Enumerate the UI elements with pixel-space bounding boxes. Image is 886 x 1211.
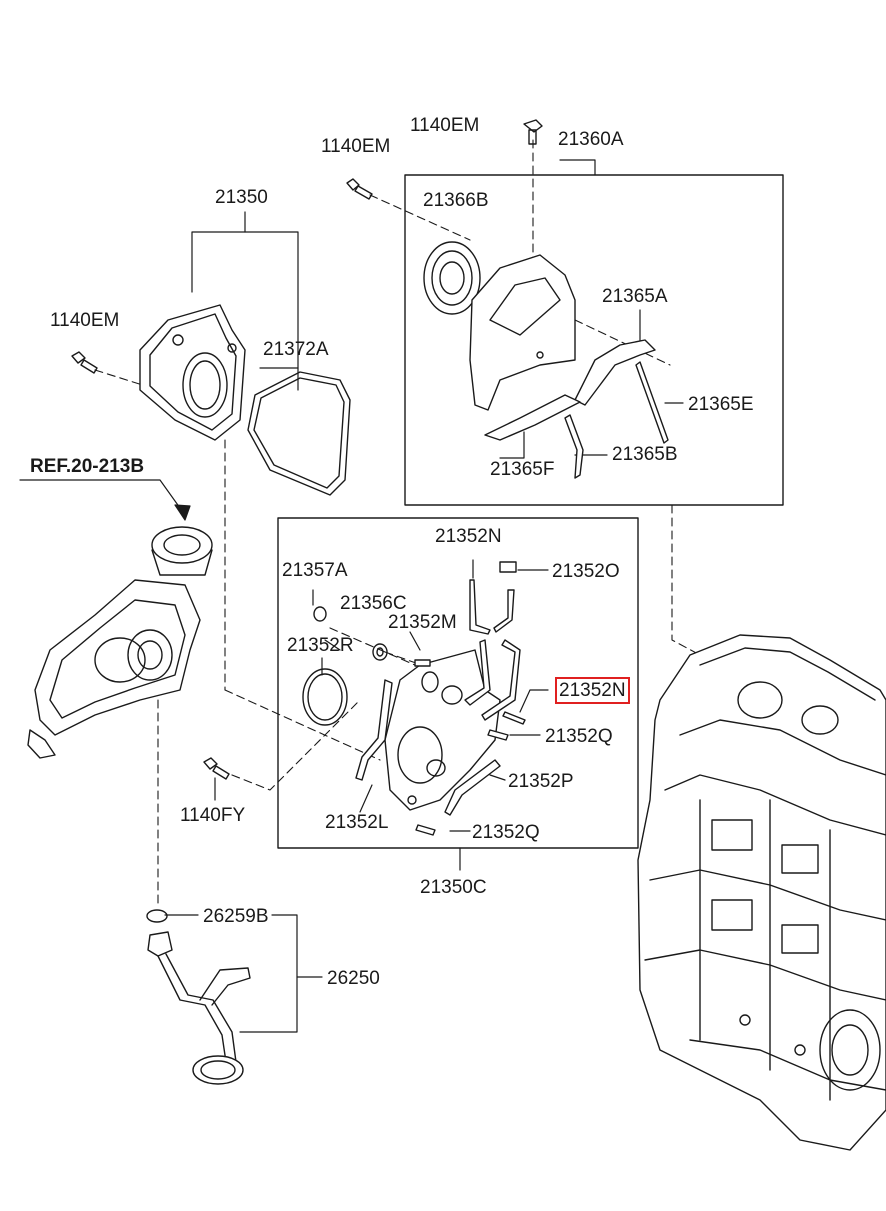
label-21352M: 21352M [388,612,457,633]
label-1140EM-top: 1140EM [410,115,480,136]
part-oil-pump-housing [27,526,213,759]
part-21365-strips [484,339,669,479]
label-21365F: 21365F [490,459,555,480]
label-21365E: 21365E [688,394,754,415]
part-21350C-cover [384,649,501,811]
label-21357A: 21357A [282,560,348,581]
label-21352L: 21352L [325,812,389,833]
label-ref-20-213B: REF.20-213B [30,456,145,477]
group-box-21350C [277,517,639,849]
part-21360A-cover [469,254,576,411]
part-21357A-washer [313,606,327,622]
part-21366B-seal [423,241,481,315]
label-1140EM-left: 1140EM [50,310,120,331]
label-21352Q-bot: 21352Q [472,822,540,843]
leader-lines [19,159,684,1033]
bolt-icon-mid [346,178,373,200]
label-1140EM-mid: 1140EM [321,136,391,157]
engine-block [637,634,886,1151]
label-21356C: 21356C [340,593,407,614]
label-21352O: 21352O [552,561,620,582]
label-21365B: 21365B [612,444,678,465]
label-21350: 21350 [215,187,268,208]
bolt-icon-1140FY [203,757,230,801]
bolt-icon-left [71,351,98,374]
part-21352-strips [355,561,526,836]
label-1140FY: 1140FY [180,805,246,826]
label-21365A: 21365A [602,286,668,307]
part-21356C-bushing [372,643,388,661]
bolt-icon-top [523,119,543,145]
label-21352P: 21352P [508,771,574,792]
part-21372A-gasket [247,371,351,496]
label-21366B: 21366B [423,190,489,211]
label-21352R: 21352R [287,635,354,656]
label-21352N-top: 21352N [435,526,502,547]
part-26259B-oring [146,909,168,923]
label-21352N-highlighted[interactable]: 21352N [555,677,630,704]
part-21352R-oring [302,668,348,726]
label-26250: 26250 [327,968,380,989]
label-21352Q-mid: 21352Q [545,726,613,747]
label-21350C: 21350C [420,877,487,898]
label-21372A: 21372A [263,339,329,360]
part-26250-strainer [147,931,251,1085]
part-21350-cover [139,304,246,441]
label-21360A: 21360A [558,129,624,150]
label-26259B: 26259B [203,906,269,927]
group-box-21360A [404,174,784,506]
